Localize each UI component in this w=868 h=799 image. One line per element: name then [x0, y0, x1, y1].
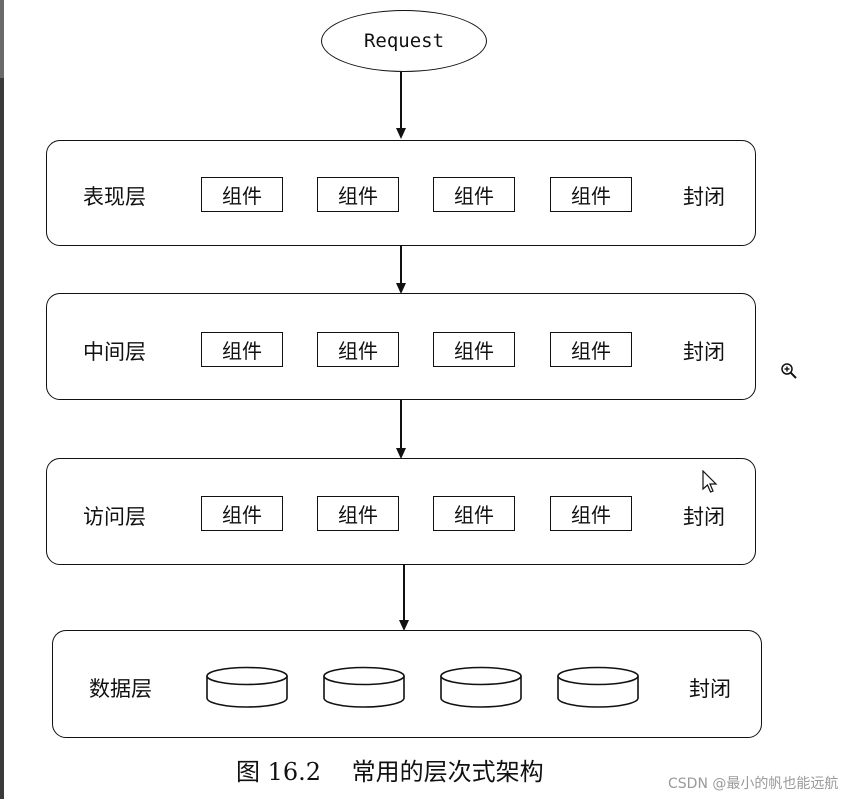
- layer-presentation: 表现层 组件 组件 组件 组件 封闭: [46, 140, 756, 246]
- arrow-cursor-icon: [702, 470, 718, 493]
- component-box: 组件: [201, 496, 283, 531]
- left-window-edge: [0, 0, 4, 799]
- database-cylinder-icon: [206, 666, 288, 708]
- component-label: 组件: [338, 339, 378, 363]
- component-box: 组件: [433, 177, 515, 212]
- component-box: 组件: [550, 332, 632, 367]
- layer-name: 数据层: [89, 677, 152, 701]
- component-label: 组件: [454, 339, 494, 363]
- layer-status: 封闭: [689, 677, 731, 701]
- request-label: Request: [363, 30, 445, 52]
- arrow-layer1-to-layer2: [400, 246, 402, 284]
- component-box: 组件: [201, 332, 283, 367]
- component-label: 组件: [338, 503, 378, 527]
- arrow-request-to-layer1: [400, 72, 402, 130]
- component-label: 组件: [222, 184, 262, 208]
- component-box: 组件: [550, 177, 632, 212]
- component-box: 组件: [550, 496, 632, 531]
- layer-middle: 中间层 组件 组件 组件 组件 封闭: [46, 293, 756, 400]
- component-box: 组件: [317, 332, 399, 367]
- arrow-layer2-to-layer3: [400, 400, 402, 449]
- layer-name: 表现层: [83, 185, 146, 209]
- database-cylinder-icon: [557, 666, 639, 708]
- layer-status: 封闭: [683, 505, 725, 529]
- component-label: 组件: [571, 184, 611, 208]
- layer-name: 访问层: [83, 505, 146, 529]
- component-label: 组件: [338, 184, 378, 208]
- component-box: 组件: [433, 332, 515, 367]
- arrow-head-1: [396, 128, 406, 139]
- database-cylinder-icon: [440, 666, 522, 708]
- arrow-layer3-to-layer4: [403, 565, 405, 621]
- arrow-head-2: [396, 283, 406, 294]
- component-label: 组件: [571, 503, 611, 527]
- diagram-canvas: Request 表现层 组件 组件 组件 组件 封闭 中间层 组件 组件 组件 …: [4, 0, 868, 799]
- component-box: 组件: [433, 496, 515, 531]
- request-node: Request: [321, 10, 487, 72]
- layer-name: 中间层: [83, 340, 146, 364]
- figure-caption: 图 16.2 常用的层次式架构: [236, 758, 544, 786]
- zoom-in-cursor-icon: [781, 363, 797, 379]
- component-label: 组件: [454, 184, 494, 208]
- component-box: 组件: [317, 177, 399, 212]
- database-cylinder-icon: [323, 666, 405, 708]
- component-box: 组件: [201, 177, 283, 212]
- source-watermark: CSDN @最小的帆也能远航: [668, 776, 839, 792]
- layer-status: 封闭: [683, 185, 725, 209]
- component-label: 组件: [571, 339, 611, 363]
- layer-data: 数据层 封闭: [52, 630, 762, 738]
- arrow-head-4: [399, 620, 409, 631]
- component-label: 组件: [454, 503, 494, 527]
- layer-status: 封闭: [683, 340, 725, 364]
- layer-access: 访问层 组件 组件 组件 组件 封闭: [46, 458, 756, 565]
- component-box: 组件: [317, 496, 399, 531]
- arrow-head-3: [396, 448, 406, 459]
- left-window-edge-highlight: [0, 0, 4, 78]
- component-label: 组件: [222, 503, 262, 527]
- component-label: 组件: [222, 339, 262, 363]
